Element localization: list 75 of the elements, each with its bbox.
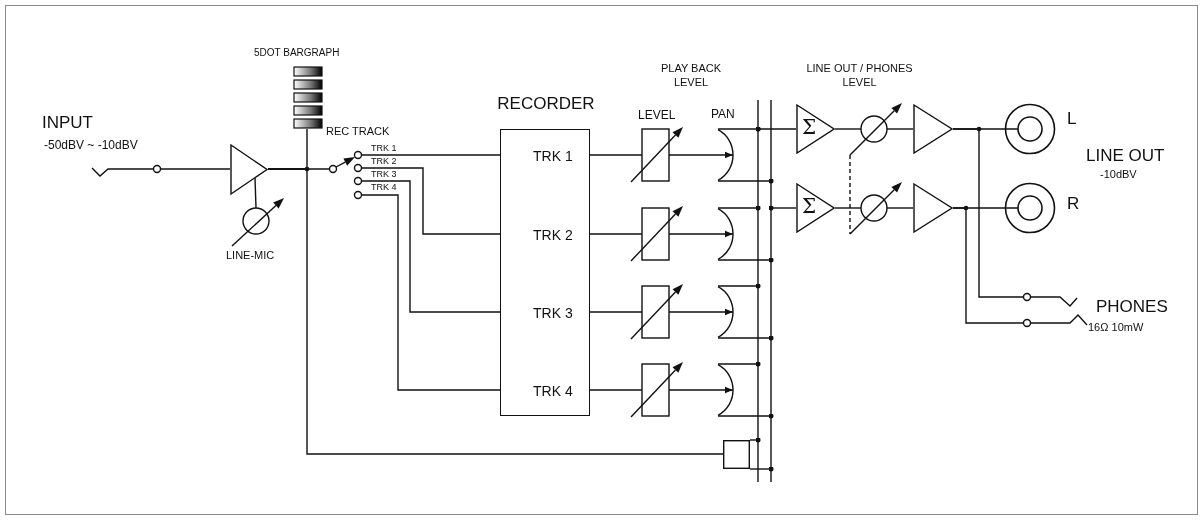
wire: [361, 154, 501, 156]
amplifier-symbol: [913, 183, 953, 233]
section-label: PLAY BACK LEVEL: [659, 62, 723, 90]
wire: [717, 283, 761, 289]
wire: [717, 178, 774, 184]
port-label: INPUT: [42, 114, 93, 131]
track-label: TRK 4: [371, 183, 397, 192]
gang-link-line: [849, 154, 851, 235]
track-label: TRK 4: [533, 383, 573, 399]
level-spec-label: -50dBV ~ -10dBV: [44, 139, 138, 151]
amplifier-symbol: [913, 104, 953, 154]
summing-amplifier-symbol: [796, 183, 835, 233]
wire: [160, 168, 231, 170]
bus-line: [769, 100, 773, 482]
track-label: TRK 2: [533, 227, 573, 243]
wire: [589, 233, 643, 235]
track-label: TRK 3: [371, 170, 397, 179]
wire: [361, 180, 501, 313]
pan-pot-symbol: [716, 286, 736, 338]
column-label: PAN: [711, 108, 735, 120]
summing-amplifier-symbol: [796, 104, 835, 154]
channel-label: L: [1067, 110, 1077, 127]
monitor-box: [723, 440, 750, 469]
wire: [589, 389, 643, 391]
meter-label: 5DOT BARGRAPH: [254, 48, 340, 58]
level-fader-symbol: [630, 282, 684, 342]
wire: [717, 335, 774, 341]
wire: [717, 413, 774, 419]
track-label: TRK 1: [533, 148, 573, 164]
section-label: LINE OUT / PHONES LEVEL: [805, 62, 914, 90]
track-label: TRK 1: [371, 144, 397, 153]
bargraph-meter: [293, 65, 323, 129]
track-label: TRK 3: [533, 305, 573, 321]
level-fader-symbol: [630, 125, 684, 185]
wire: [717, 205, 761, 211]
switch-label: REC TRACK: [326, 126, 390, 137]
wire: [749, 466, 774, 472]
output-jack-symbol: [1004, 182, 1056, 234]
channel-label: R: [1067, 195, 1080, 212]
block-title: RECORDER: [496, 94, 596, 114]
wire: [361, 194, 501, 391]
wire: [267, 168, 724, 455]
wire: [589, 154, 643, 156]
wire: [952, 128, 1024, 298]
track-label: TRK 2: [371, 157, 397, 166]
sigma-label: Σ: [802, 196, 817, 216]
bus-line: [756, 100, 760, 482]
column-label: LEVEL: [638, 109, 676, 121]
volume-pot-symbol: [848, 180, 904, 236]
pan-pot-symbol: [716, 208, 736, 260]
sigma-label: Σ: [802, 117, 817, 137]
pan-pot-symbol: [716, 364, 736, 416]
level-fader-symbol: [630, 204, 684, 264]
wire: [834, 207, 862, 209]
level-spec-label: -10dBV: [1100, 168, 1137, 182]
amplifier-symbol: [230, 144, 268, 195]
wire: [589, 311, 643, 313]
wire: [749, 437, 761, 443]
wire: [755, 126, 797, 132]
output-jack-symbol: [1004, 103, 1056, 155]
wire: [768, 205, 797, 211]
port-label: PHONES: [1096, 298, 1168, 315]
port-label: LINE OUT: [1086, 145, 1165, 167]
wire: [834, 128, 862, 130]
wire: [717, 361, 761, 367]
level-fader-symbol: [630, 360, 684, 420]
wire: [952, 207, 1024, 324]
gain-pot-symbol: [230, 196, 286, 248]
wire: [717, 257, 774, 263]
spec-label: 16Ω 10mW: [1088, 322, 1144, 333]
wire: [361, 167, 501, 235]
volume-pot-symbol: [848, 101, 904, 157]
pan-pot-symbol: [716, 129, 736, 181]
control-label: LINE-MIC: [226, 250, 275, 261]
wire: [254, 177, 257, 209]
